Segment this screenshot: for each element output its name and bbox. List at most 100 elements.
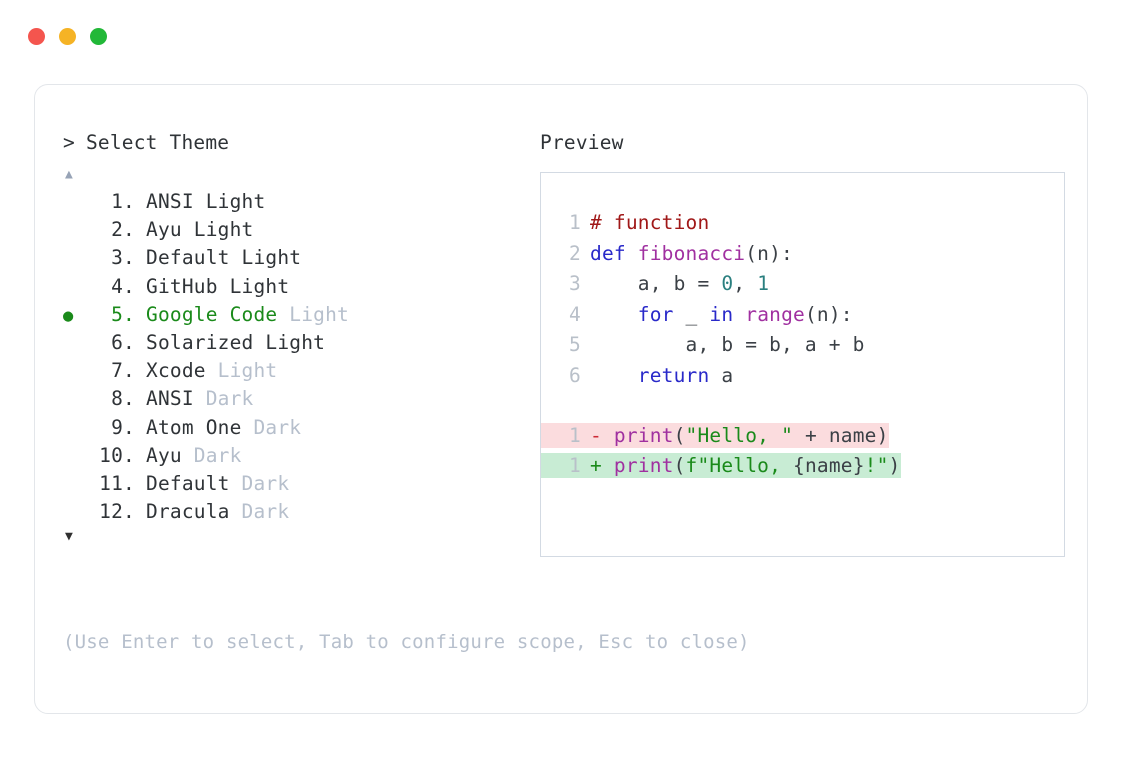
theme-item-name: Ayu <box>146 218 194 242</box>
code-diff-line-del: 1- print("Hello, " + name) <box>541 422 1064 454</box>
theme-item-index: 9. <box>111 415 135 439</box>
theme-item-index: 11. <box>99 471 135 495</box>
code-token-punc: ( <box>673 454 686 478</box>
window-minimize-icon[interactable] <box>59 28 76 45</box>
theme-item-name: Ayu <box>146 443 194 467</box>
line-number: 6 <box>569 363 581 387</box>
theme-list-item[interactable]: 10. Ayu Dark <box>63 444 533 472</box>
theme-item-variant: Dark <box>241 471 290 495</box>
scroll-up-icon[interactable]: ▲ <box>65 167 73 182</box>
code-diff-line-add: 1 + print(f"Hello, {name}!") <box>541 453 1064 484</box>
code-token-plain: a <box>709 363 734 387</box>
theme-list-item[interactable]: ●5.Google Code Light <box>63 303 533 331</box>
bullet-placeholder <box>63 449 89 466</box>
code-token-func: print <box>613 454 674 478</box>
code-line-text: def fibonacci(n): <box>590 242 793 265</box>
code-token-comment: # function <box>590 211 710 234</box>
diff-marker: + <box>590 454 614 478</box>
theme-item-name: Atom One <box>146 415 254 439</box>
line-number: 1 <box>569 211 581 234</box>
preview-title: Preview <box>540 131 624 154</box>
code-line: 1 # function <box>541 211 1064 242</box>
theme-list-item[interactable]: 1.ANSI Light <box>63 190 533 218</box>
code-line-text: print(f"Hello, {name}!") <box>614 454 901 477</box>
scroll-down-icon[interactable]: ▼ <box>65 529 73 545</box>
window-close-icon[interactable] <box>28 28 45 45</box>
code-line: 4 for _ in range(n): <box>541 303 1064 334</box>
code-line-text: return a <box>590 364 733 387</box>
bullet-placeholder <box>63 195 89 212</box>
code-token-keyword: return <box>637 363 710 387</box>
bullet-placeholder <box>63 505 89 522</box>
theme-item-index: 2. <box>111 218 135 242</box>
theme-list-item[interactable]: 12.Dracula Dark <box>63 500 533 528</box>
theme-list-item[interactable]: 6. Solarized Light <box>63 331 533 359</box>
diff-highlight: 1 + print(f"Hello, {name}!") <box>541 453 901 479</box>
code-token-num: 0 <box>721 272 734 296</box>
theme-item-variant: Light <box>229 274 290 298</box>
theme-item-name: Default <box>146 246 242 270</box>
code-token-punc: ( <box>673 423 686 447</box>
code-line: 3 a, b = 0, 1 <box>541 272 1064 303</box>
theme-item-index: 12. <box>99 500 135 524</box>
theme-list-item[interactable]: 2.Ayu Light <box>63 218 533 246</box>
page-title: Select Theme <box>85 131 230 154</box>
theme-item-index: 5. <box>111 302 135 326</box>
code-line: 5 a, b = b, a + b <box>541 333 1064 364</box>
code-token-punc: (n): <box>804 302 853 326</box>
code-line-text: a, b = 0, 1 <box>590 272 769 295</box>
theme-list-item[interactable]: 9. Atom One Dark <box>63 416 533 444</box>
theme-list-item[interactable]: 7.Xcode Light <box>63 359 533 387</box>
window-maximize-icon[interactable] <box>90 28 107 45</box>
theme-list-item[interactable]: 8. ANSI Dark <box>63 387 533 415</box>
bullet-placeholder <box>63 477 89 494</box>
code-token-num: 1 <box>757 272 770 296</box>
code-token-func: fibonacci <box>637 241 746 265</box>
theme-item-variant: Dark <box>205 387 254 411</box>
line-number: 3 <box>569 272 581 296</box>
selected-bullet-icon: ● <box>63 305 74 326</box>
theme-item-variant: Dark <box>253 415 302 439</box>
code-token-plain <box>590 303 638 326</box>
bullet-placeholder <box>63 280 89 297</box>
theme-item-name: GitHub <box>146 274 230 298</box>
theme-item-index: 7. <box>111 359 135 383</box>
theme-item-variant: Dark <box>193 443 242 467</box>
line-number: 1 <box>569 423 581 447</box>
code-token-plain <box>733 303 745 326</box>
theme-item-variant: Light <box>205 190 266 213</box>
code-token-plain: + name) <box>793 423 889 447</box>
window-titlebar <box>28 28 107 45</box>
code-line: 6 return a <box>541 364 1064 395</box>
theme-list: 1.ANSI Light 2. Ayu Light 3.Default Light… <box>63 190 533 528</box>
code-token-punc: ) <box>888 454 901 478</box>
theme-item-name: ANSI <box>146 190 206 213</box>
theme-item-name: Default <box>146 471 242 495</box>
theme-item-name: ANSI <box>146 387 206 411</box>
line-number: 4 <box>569 302 581 326</box>
theme-item-index: 6. <box>111 330 135 354</box>
code-token-plain: a, b = b, a + b <box>590 333 865 357</box>
code-token-punc: (n): <box>745 241 793 265</box>
theme-item-index: 10. <box>99 443 135 467</box>
line-number: 2 <box>569 241 581 265</box>
diff-highlight: 1- print("Hello, " + name) <box>541 422 889 448</box>
theme-list-item[interactable]: 4. GitHub Light <box>63 275 533 303</box>
prompt-caret-icon: > <box>63 131 75 154</box>
theme-item-index: 4. <box>111 274 135 298</box>
code-token-keyword: in <box>709 302 734 326</box>
line-number: 1 <box>569 454 581 478</box>
keyboard-hint: (Use Enter to select, Tab to configure s… <box>63 631 750 653</box>
theme-item-variant: Light <box>265 330 326 354</box>
theme-item-variant: Light <box>241 246 302 270</box>
code-token-keyword: def <box>590 241 638 265</box>
theme-item-index: 8. <box>111 387 135 411</box>
code-blank-line <box>541 395 1064 423</box>
theme-item-name: Solarized <box>146 330 266 354</box>
diff-marker: - <box>590 423 614 447</box>
code-token-string: f"Hello, <box>685 454 794 478</box>
bullet-placeholder <box>63 392 89 409</box>
theme-list-item[interactable]: 3.Default Light <box>63 246 533 274</box>
theme-list-item[interactable]: 11. Default Dark <box>63 472 533 500</box>
